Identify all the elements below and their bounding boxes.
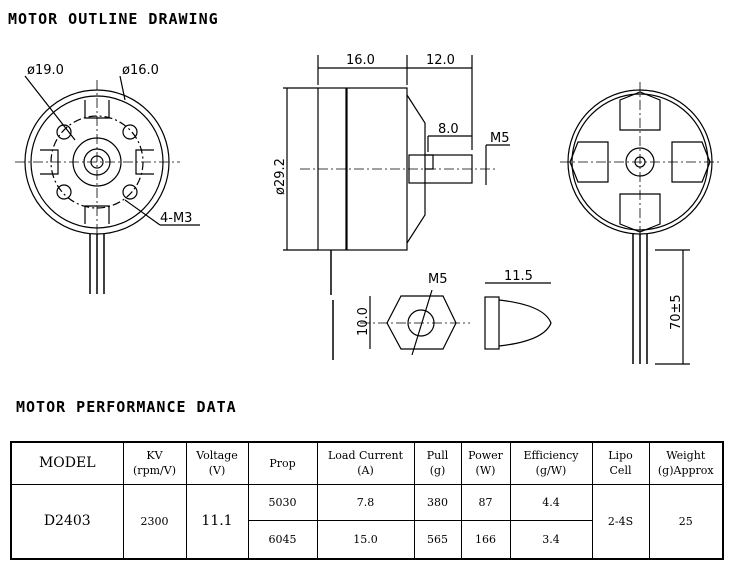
table-row: D2403 2300 11.1 5030 7.8 380 87 4.4 2-4S…	[10, 483, 724, 560]
dim-d19: ø19.0	[27, 63, 64, 78]
cell-voltage: 11.1	[185, 483, 249, 560]
header-kv: KV(rpm/V)	[122, 441, 187, 485]
dim-len16: 16.0	[346, 53, 375, 68]
cell-efficiency: 4.4	[509, 483, 593, 522]
cell-power: 166	[460, 520, 511, 560]
header-voltage: Voltage(V)	[185, 441, 249, 485]
header-current: Load Current(A)	[316, 441, 415, 485]
cell-kv: 2300	[122, 483, 187, 560]
header-efficiency: Efficiency(g/W)	[509, 441, 593, 485]
dim-len12: 12.0	[426, 53, 455, 68]
dim-wire-length: 70±5	[669, 294, 684, 330]
motor-back-view	[560, 82, 720, 365]
motor-outline-drawing: ø19.0 ø16.0 4-M3 16.0 12.0 8.0 M5 ø29.2 …	[15, 53, 720, 365]
dim-m5-shaft: M5	[490, 131, 510, 146]
motor-side-view	[283, 55, 552, 360]
performance-table: MODEL KV(rpm/V) Voltage(V) Prop Load Cur…	[10, 441, 724, 560]
cell-current: 7.8	[316, 483, 415, 522]
dim-nut-height: 10.0	[356, 307, 371, 336]
header-prop: Prop	[247, 441, 318, 485]
motor-front-view	[15, 75, 200, 294]
cell-prop: 6045	[247, 520, 318, 560]
table-row: 6045 15.0 565 166 3.4	[11, 520, 723, 560]
cell-pull: 565	[413, 520, 462, 560]
cell-efficiency: 3.4	[509, 520, 593, 560]
header-row: MODEL KV(rpm/V) Voltage(V) Prop Load Cur…	[10, 441, 724, 485]
cell-prop: 5030	[247, 483, 318, 522]
cell-power: 87	[460, 483, 511, 522]
dim-cap-length: 11.5	[504, 269, 533, 284]
header-pull: Pull(g)	[413, 441, 462, 485]
cell-weight: 25	[648, 483, 724, 560]
cell-pull: 380	[413, 483, 462, 522]
performance-title: MOTOR PERFORMANCE DATA	[16, 398, 237, 416]
header-model: MODEL	[10, 441, 124, 485]
cell-current: 15.0	[316, 520, 415, 560]
dim-diameter: ø29.2	[273, 158, 288, 195]
header-power: Power(W)	[460, 441, 511, 485]
outline-title: MOTOR OUTLINE DRAWING	[8, 10, 219, 28]
header-weight: Weight(g)Approx	[648, 441, 724, 485]
dim-len8: 8.0	[438, 122, 459, 137]
dim-d16: ø16.0	[122, 63, 159, 78]
dim-holes: 4-M3	[160, 211, 192, 226]
cell-lipo: 2-4S	[591, 483, 650, 560]
dim-m5-nut: M5	[428, 272, 448, 287]
cell-model: D2403	[10, 483, 124, 560]
